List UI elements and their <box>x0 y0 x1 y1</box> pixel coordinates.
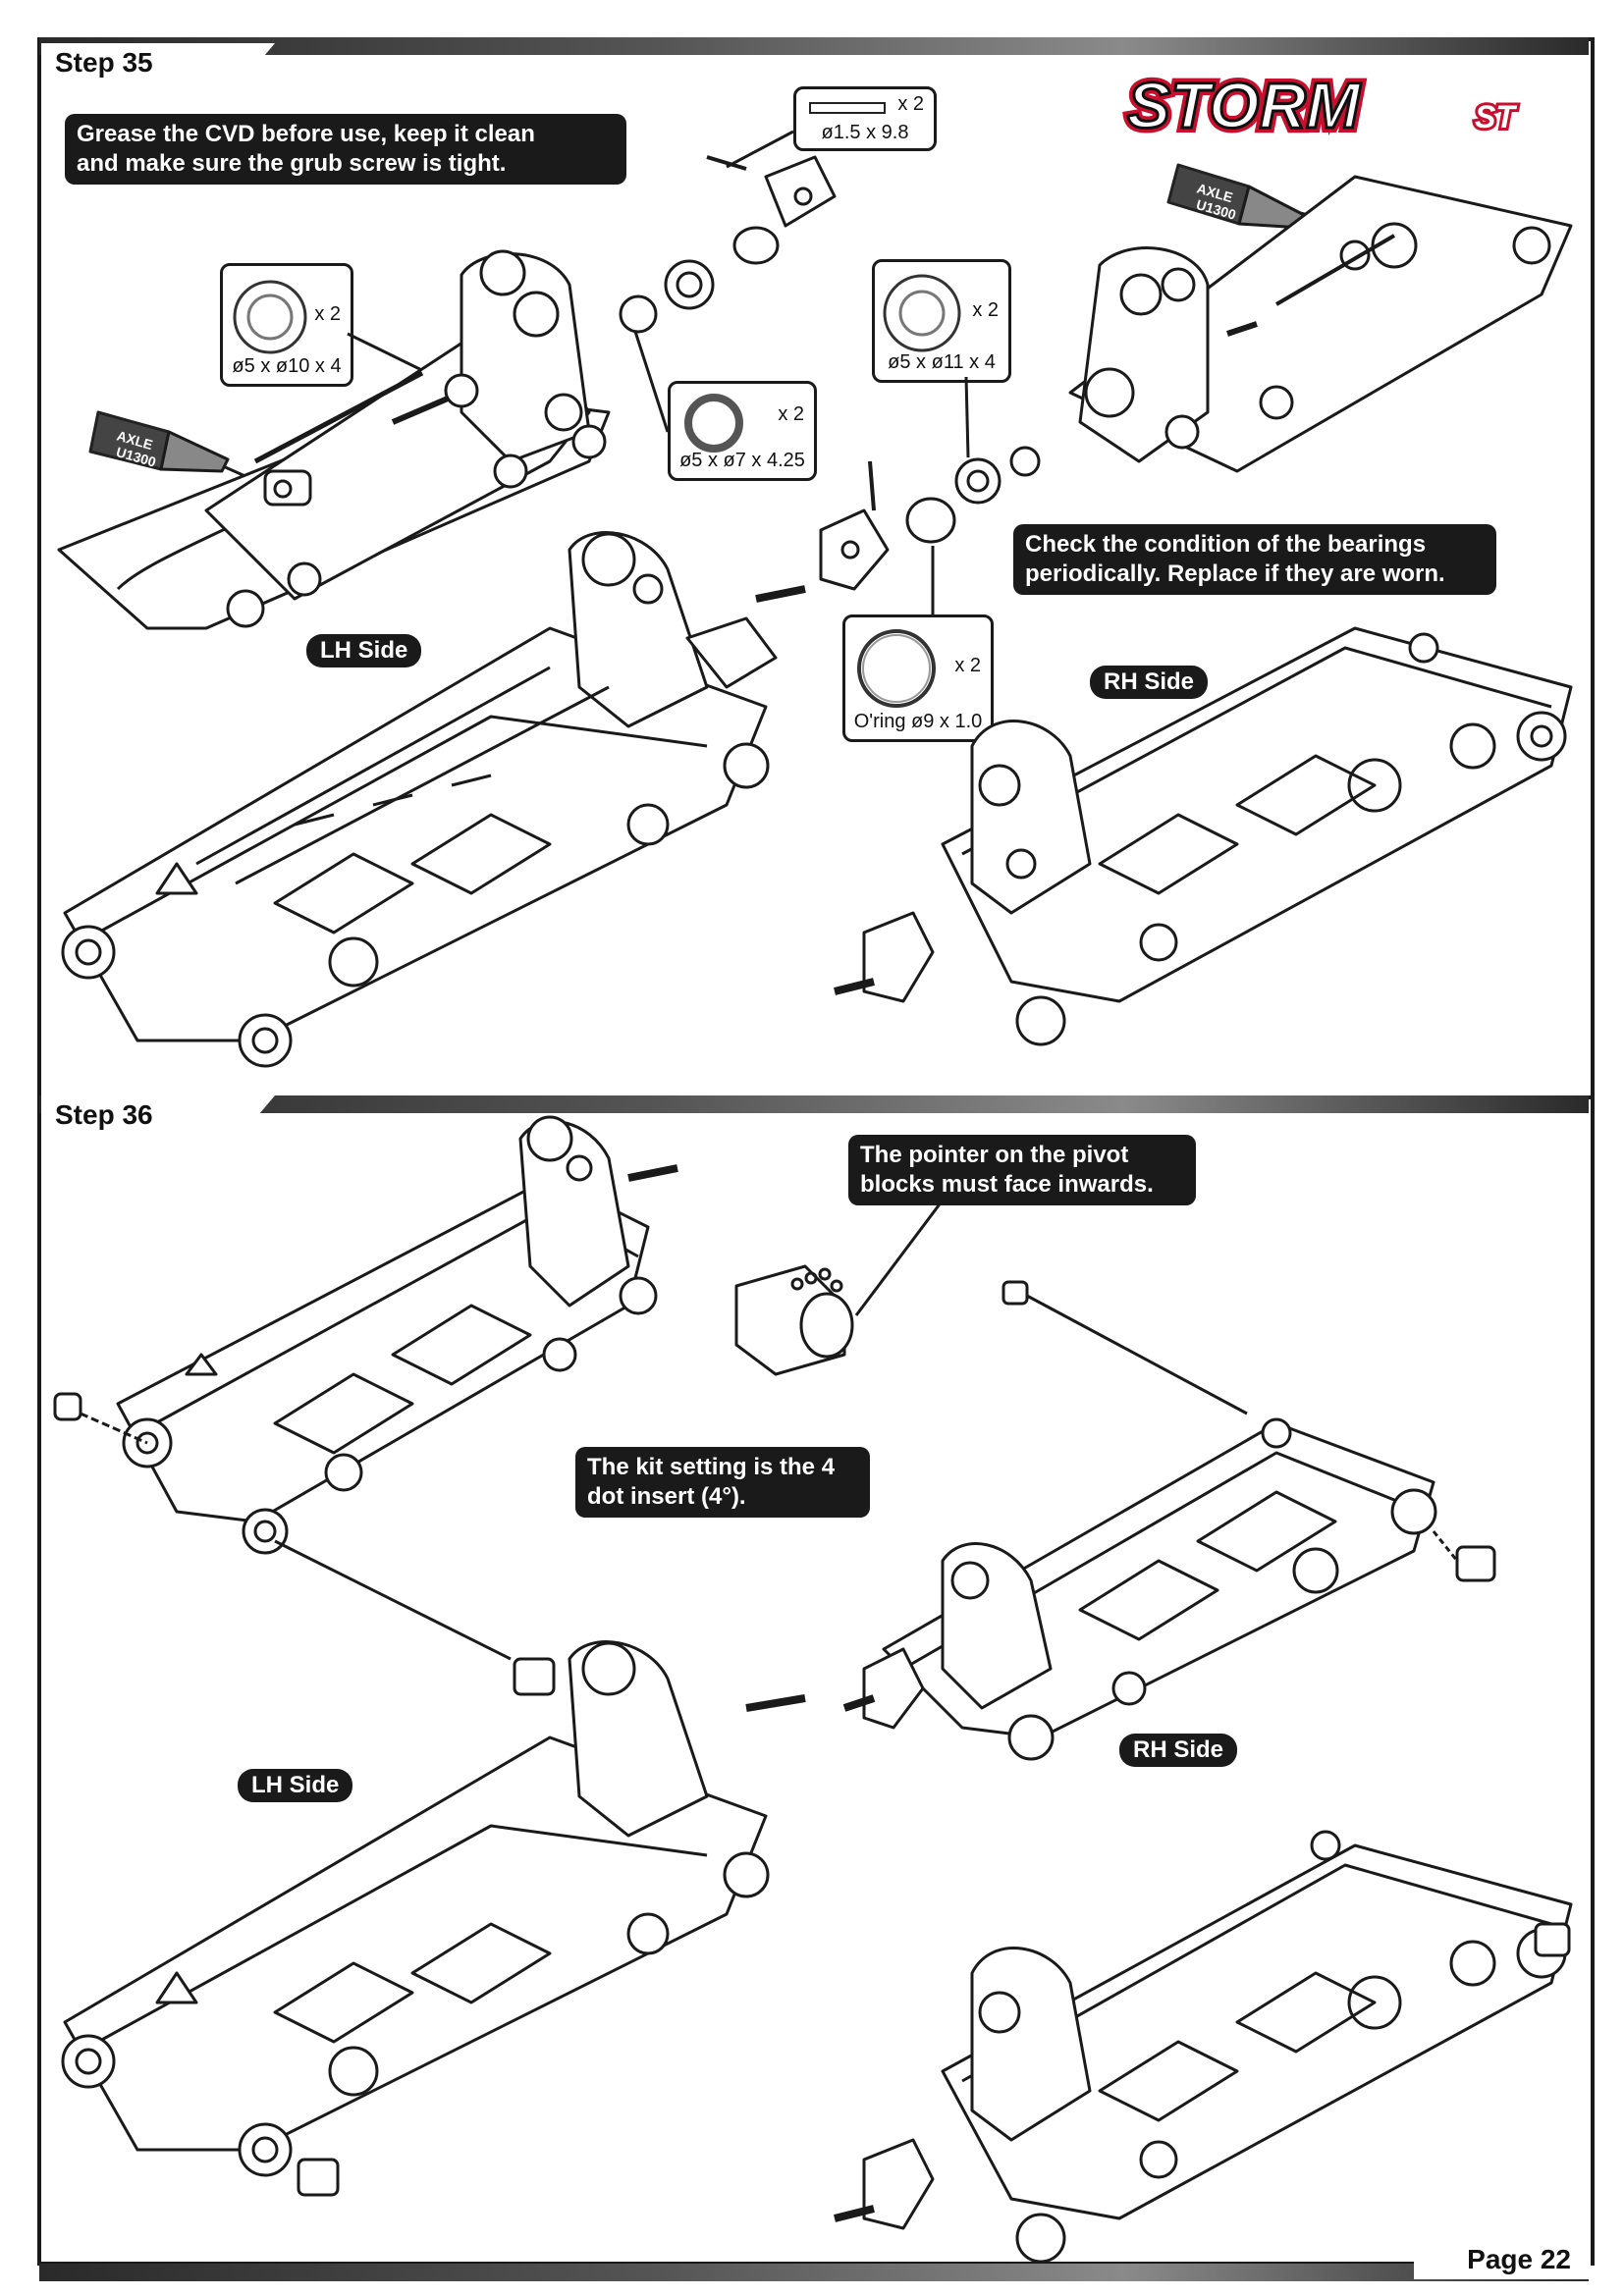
pin-callout: x 2 ø1.5 x 9.8 <box>793 86 937 151</box>
svg-text:STORM: STORM <box>1127 71 1362 139</box>
footer-bar <box>39 2264 1589 2281</box>
spacer-callout: x 2 ø5 x ø7 x 4.25 <box>668 381 817 481</box>
step36-lh-side-label: LH Side <box>238 1769 353 1802</box>
step-36-label: Step 36 <box>41 1095 275 1135</box>
page-number: Page 22 <box>1414 2240 1591 2279</box>
pivot-pointer-note: The pointer on the pivot blocks must fac… <box>848 1135 1196 1205</box>
storm-logo: STORM STORM ST <box>1119 71 1581 139</box>
bearing-check-note: Check the condition of the bearings peri… <box>1013 524 1496 595</box>
svg-text:ST: ST <box>1475 99 1517 134</box>
oring-callout: x 2 O'ring ø9 x 1.0 <box>842 614 994 742</box>
step-35-label: Step 35 <box>41 43 275 82</box>
step35-rh-side-label: RH Side <box>1090 666 1209 699</box>
bearing-rh-callout: x 2 ø5 x ø11 x 4 <box>872 259 1011 383</box>
bearing-lh-callout: x 2 ø5 x ø10 x 4 <box>220 263 353 387</box>
grease-cvd-note: Grease the CVD before use, keep it clean… <box>65 114 626 185</box>
step36-rh-side-label: RH Side <box>1119 1734 1238 1767</box>
svg-text:STORM: STORM <box>1127 71 1362 139</box>
step-36-header-bar <box>39 1095 1589 1113</box>
kit-setting-note: The kit setting is the 4 dot insert (4°)… <box>575 1447 870 1518</box>
step-36-panel <box>37 1095 1595 2266</box>
step-35-header-bar <box>39 37 1589 55</box>
step35-lh-side-label: LH Side <box>306 634 422 667</box>
